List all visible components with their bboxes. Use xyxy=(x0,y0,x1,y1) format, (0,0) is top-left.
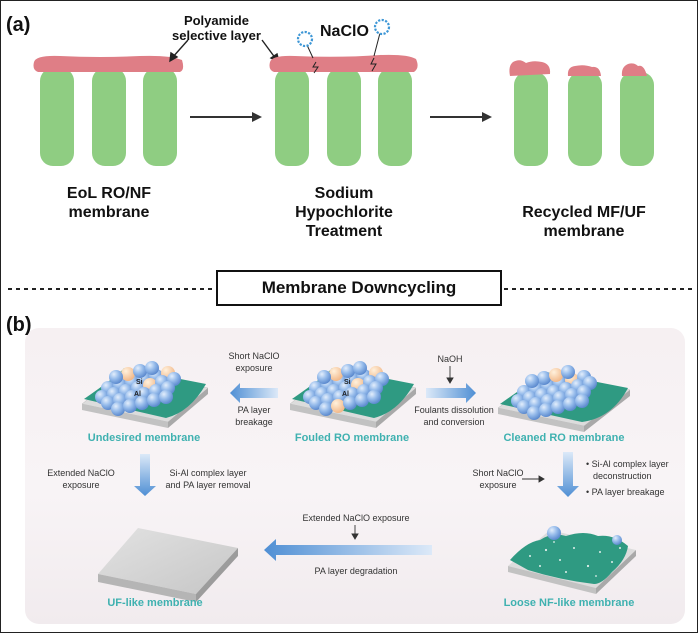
pointer-arrows xyxy=(351,366,545,540)
uf-like-membrane-graphic xyxy=(98,528,238,602)
panel-a-tag: (a) xyxy=(6,14,31,36)
particle xyxy=(527,406,541,420)
stage1-membrane-graphic xyxy=(33,55,184,166)
particle xyxy=(343,396,357,410)
particle xyxy=(575,394,589,408)
pillar xyxy=(327,68,361,166)
particle xyxy=(353,361,367,375)
foulant-particle xyxy=(329,367,343,381)
polyamide-layer xyxy=(269,54,418,72)
pillar xyxy=(514,72,548,166)
arrow-cleaned-to-nf xyxy=(557,452,579,497)
cleaned-membrane-label: Cleaned RO membrane xyxy=(503,432,625,444)
pillar xyxy=(568,72,602,166)
particle xyxy=(539,403,553,417)
polyamide-label: Polyamide selective layer xyxy=(172,13,261,43)
particle xyxy=(561,365,575,379)
pillar xyxy=(92,68,126,166)
al-element-label: Al xyxy=(134,391,141,398)
particle xyxy=(551,400,565,414)
deconstruction-bullets: • Si-Al complex layer deconstruction • P… xyxy=(586,459,669,497)
arrow-nf-to-uf xyxy=(264,539,432,561)
arrow-a2 xyxy=(430,112,492,122)
fouled-membrane-label: Fouled RO membrane xyxy=(294,432,410,444)
particle xyxy=(133,364,147,378)
polyamide-pointer-arrows xyxy=(169,39,281,64)
particle xyxy=(145,361,159,375)
pillar xyxy=(620,72,654,166)
naclo-label: NaClO xyxy=(320,23,369,40)
particle-cluster xyxy=(511,365,597,420)
arrow-undesired-to-uf xyxy=(134,454,156,496)
particle xyxy=(159,390,173,404)
particle xyxy=(341,364,355,378)
particle xyxy=(123,399,137,413)
foulant-particle xyxy=(549,368,563,382)
particle xyxy=(111,402,125,416)
particle xyxy=(367,390,381,404)
stage2-membrane-graphic xyxy=(269,32,418,166)
particle xyxy=(109,370,123,384)
particle xyxy=(147,393,161,407)
arrow-fouled-to-undesired xyxy=(230,383,278,403)
particle xyxy=(135,396,149,410)
pillar xyxy=(378,68,412,166)
particle xyxy=(355,393,369,407)
si-element-label: Si xyxy=(136,379,143,386)
hypochlorite-icon xyxy=(296,18,391,48)
polyamide-fragment xyxy=(509,60,551,76)
crack-mark xyxy=(312,61,319,74)
loose-nf-membrane-graphic xyxy=(508,526,636,594)
polyamide-fragment xyxy=(567,65,601,76)
particle xyxy=(563,397,577,411)
particle xyxy=(537,371,551,385)
si-element-label: Si xyxy=(344,379,351,386)
stage3-membrane-graphic xyxy=(509,60,654,166)
panel-b-tag: (b) xyxy=(6,314,32,336)
pillar xyxy=(40,68,74,166)
particle xyxy=(319,402,333,416)
cleaned-membrane-graphic xyxy=(497,365,631,432)
polyamide-layer xyxy=(33,55,184,72)
particle xyxy=(525,374,539,388)
pillar xyxy=(143,68,177,166)
foulant-particle xyxy=(331,399,345,413)
arrow-fouled-to-cleaned xyxy=(426,383,476,403)
pa-degradation-label: PA layer degradation xyxy=(314,566,398,576)
uf-like-membrane-label: UF-like membrane xyxy=(107,597,203,609)
foulant-particle xyxy=(121,367,135,381)
loose-nf-membrane-label: Loose NF-like membrane xyxy=(503,597,635,609)
crack-mark xyxy=(370,57,377,72)
al-element-label: Al xyxy=(342,391,349,398)
extended-naclo-mid-label: Extended NaClO exposure xyxy=(302,513,410,523)
undesired-membrane-label: Undesired membrane xyxy=(87,432,201,444)
particle xyxy=(317,370,331,384)
naoh-label: NaOH xyxy=(437,354,463,364)
pillar xyxy=(275,68,309,166)
arrow-a1 xyxy=(190,112,262,122)
membrane-downcycling-title: Membrane Downcycling xyxy=(216,270,502,306)
polyamide-fragment xyxy=(621,63,647,76)
